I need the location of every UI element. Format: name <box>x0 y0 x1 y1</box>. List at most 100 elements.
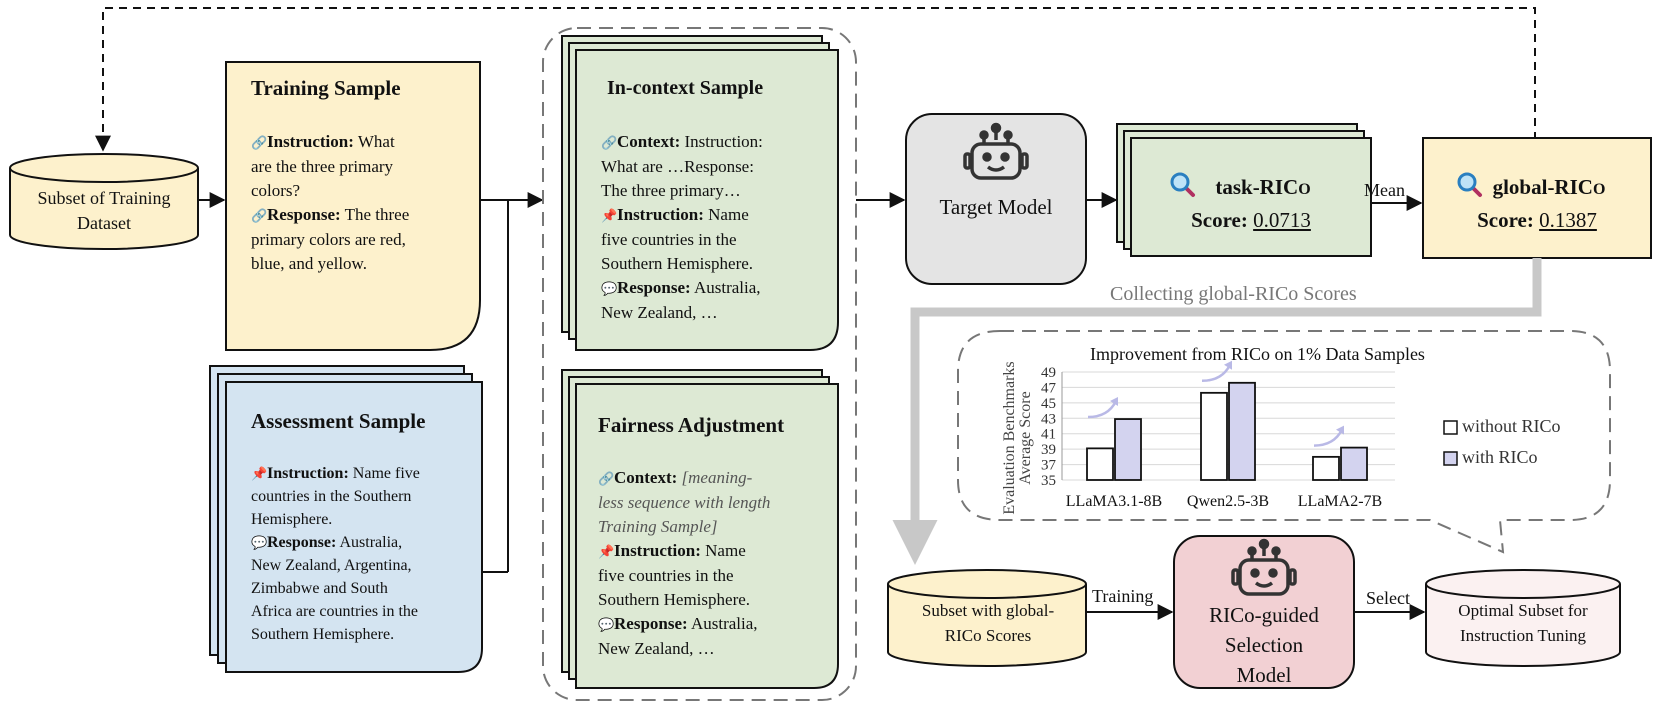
in-context-instruction-text-1: Name <box>703 205 749 224</box>
in-context-body: 🔗Context: Instruction: What are …Respons… <box>601 130 831 325</box>
selection-model-line2: Selection <box>1224 633 1304 657</box>
mean-label: Mean <box>1364 180 1405 200</box>
in-context-title: In-context Sample <box>607 77 764 99</box>
collecting-label: Collecting global-RICo Scores <box>1110 283 1357 305</box>
legend-label-with: with RICo <box>1462 447 1538 467</box>
fairness-context-label: Context: <box>614 468 678 487</box>
global-rico-score: Score: 0.1387 <box>1423 205 1651 235</box>
fairness-body: 🔗Context: [meaning- less sequence with l… <box>598 466 833 661</box>
fairness-response-text-1: Australia, <box>687 614 758 633</box>
fairness-stack <box>561 369 839 689</box>
assessment-instruction-text-1: Name five <box>348 465 420 482</box>
chart-y-tick-label: 49 <box>1041 365 1056 381</box>
task-rico-name-prefix: task-RIC <box>1215 175 1299 199</box>
task-rico-name-suffix: O <box>1298 181 1311 198</box>
assessment-instruction-text-2: countries in the Southern <box>251 488 412 505</box>
assessment-sample-body: 📌Instruction: Name five countries in the… <box>251 462 477 646</box>
chart-y-tick-label: 39 <box>1041 442 1056 458</box>
chart-x-label: Qwen2.5-3B <box>1187 493 1269 510</box>
training-sample-body: 🔗Instruction: What are the three primary… <box>251 130 476 276</box>
target-model-label: Target Model <box>939 195 1053 219</box>
subset-training-label: Subset of Training Dataset <box>14 186 194 236</box>
training-instruction-text-1: What <box>353 132 395 151</box>
link-icon: 🔗 <box>601 135 618 150</box>
optimal-subset-line2: Instruction Tuning <box>1459 626 1587 645</box>
chart-y-tick-label: 47 <box>1041 380 1057 396</box>
link-icon: 🔗 <box>251 135 268 150</box>
assessment-response-text-5: Southern Hemisphere. <box>251 626 395 643</box>
fairness-context-text-1: [meaning- <box>677 468 753 487</box>
chart-bar-with-1 <box>1228 381 1256 481</box>
in-context-context-text-1: Instruction: <box>680 132 763 151</box>
selection-model-line1: RICo-guided <box>1209 603 1319 627</box>
optimal-subset-cylinder <box>1425 569 1621 667</box>
task-rico-name: task-RICO <box>1131 172 1371 205</box>
training-sample-card <box>225 61 481 351</box>
chart-improvement-arrowhead <box>1336 425 1344 435</box>
speech-icon: 💬 <box>601 281 618 296</box>
optimal-subset-label: Optimal Subset for Instruction Tuning <box>1428 598 1618 648</box>
select-label: Select <box>1366 588 1410 608</box>
chart-y-tick-label: 45 <box>1041 396 1056 412</box>
feedback-loop-arrow <box>95 7 1536 152</box>
fairness-instruction-label: Instruction: <box>614 541 701 560</box>
assessment-response-text-2: New Zealand, Argentina, <box>251 557 412 574</box>
in-context-context-text-2: What are …Response: <box>601 157 754 176</box>
chart-improvement-arrow <box>1087 400 1118 419</box>
chart-bar-without-1 <box>1200 391 1228 481</box>
global-rico-name-suffix: O <box>1592 181 1606 198</box>
subset-global-label: Subset with global- RICo Scores <box>890 598 1086 648</box>
task-rico-score: Score: 0.0713 <box>1131 205 1371 235</box>
global-rico-name: global-RICO <box>1423 172 1651 205</box>
chart-y-tick-label: 35 <box>1041 473 1056 489</box>
chart-speech-bubble <box>957 330 1611 554</box>
subset-global-line2: RICo Scores <box>944 626 1032 645</box>
chart-ylabel-2: Average Score <box>1017 391 1034 484</box>
in-context-instruction-label: Instruction: <box>617 205 704 224</box>
assessment-response-text-3: Zimbabwe and South <box>251 580 388 597</box>
training-response-text-3: blue, and yellow. <box>251 254 367 273</box>
subset-training-cylinder <box>9 153 199 250</box>
selection-model-line3: Model <box>1236 663 1292 687</box>
chart-title: Improvement from RICo on 1% Data Samples <box>1090 344 1425 364</box>
fairness-title: Fairness Adjustment <box>598 413 785 437</box>
subset-global-cylinder <box>887 569 1087 667</box>
assessment-response-text-4: Africa are countries in the <box>251 603 419 620</box>
pin-icon: 📌 <box>601 208 618 223</box>
selection-model-label: RICo-guided Selection Model <box>1174 600 1354 690</box>
middle-dashed-container <box>542 27 857 701</box>
training-instruction-text-2: are the three primary <box>251 157 394 176</box>
fairness-response-label: Response: <box>614 614 688 633</box>
training-response-text-1: The three <box>340 205 410 224</box>
assessment-response-text-1: Australia, <box>336 534 403 551</box>
chart-bar-with-0 <box>1114 418 1142 481</box>
legend-swatch-with <box>1443 451 1458 466</box>
assessment-sample-title: Assessment Sample <box>251 409 426 433</box>
robot-icon-selection <box>1231 538 1297 596</box>
training-response-text-2: primary colors are red, <box>251 230 406 249</box>
chart-improvement-arrowhead <box>1224 360 1232 370</box>
fairness-instruction-text-3: Southern Hemisphere. <box>598 590 751 609</box>
fairness-context-text-2: less sequence with length <box>598 493 771 512</box>
subset-training-line1: Subset of Training <box>37 188 171 208</box>
global-rico-text: global-RICO Score: 0.1387 <box>1423 172 1651 235</box>
task-rico-score-label: Score: <box>1191 208 1248 232</box>
global-rico-score-value: 0.1387 <box>1539 208 1597 232</box>
chart-y-tick-label: 37 <box>1041 458 1057 474</box>
fairness-instruction-text-2: five countries in the <box>598 566 734 585</box>
chart-ylabel-1: Evaluation Benchmarks <box>1001 361 1018 514</box>
speech-icon: 💬 <box>251 535 268 550</box>
training-sample-title: Training Sample <box>251 76 401 100</box>
pin-icon: 📌 <box>598 544 615 559</box>
training-response-label: Response: <box>267 205 341 224</box>
fairness-instruction-text-1: Name <box>700 541 746 560</box>
task-rico-score-value: 0.0713 <box>1253 208 1311 232</box>
chart-bars <box>1086 381 1368 481</box>
training-instruction-text-3: colors? <box>251 181 301 200</box>
pin-icon: 📌 <box>251 466 268 481</box>
chart-y-tick-label: 41 <box>1041 427 1056 443</box>
training-label: Training <box>1092 586 1154 606</box>
link-icon: 🔗 <box>251 208 268 223</box>
